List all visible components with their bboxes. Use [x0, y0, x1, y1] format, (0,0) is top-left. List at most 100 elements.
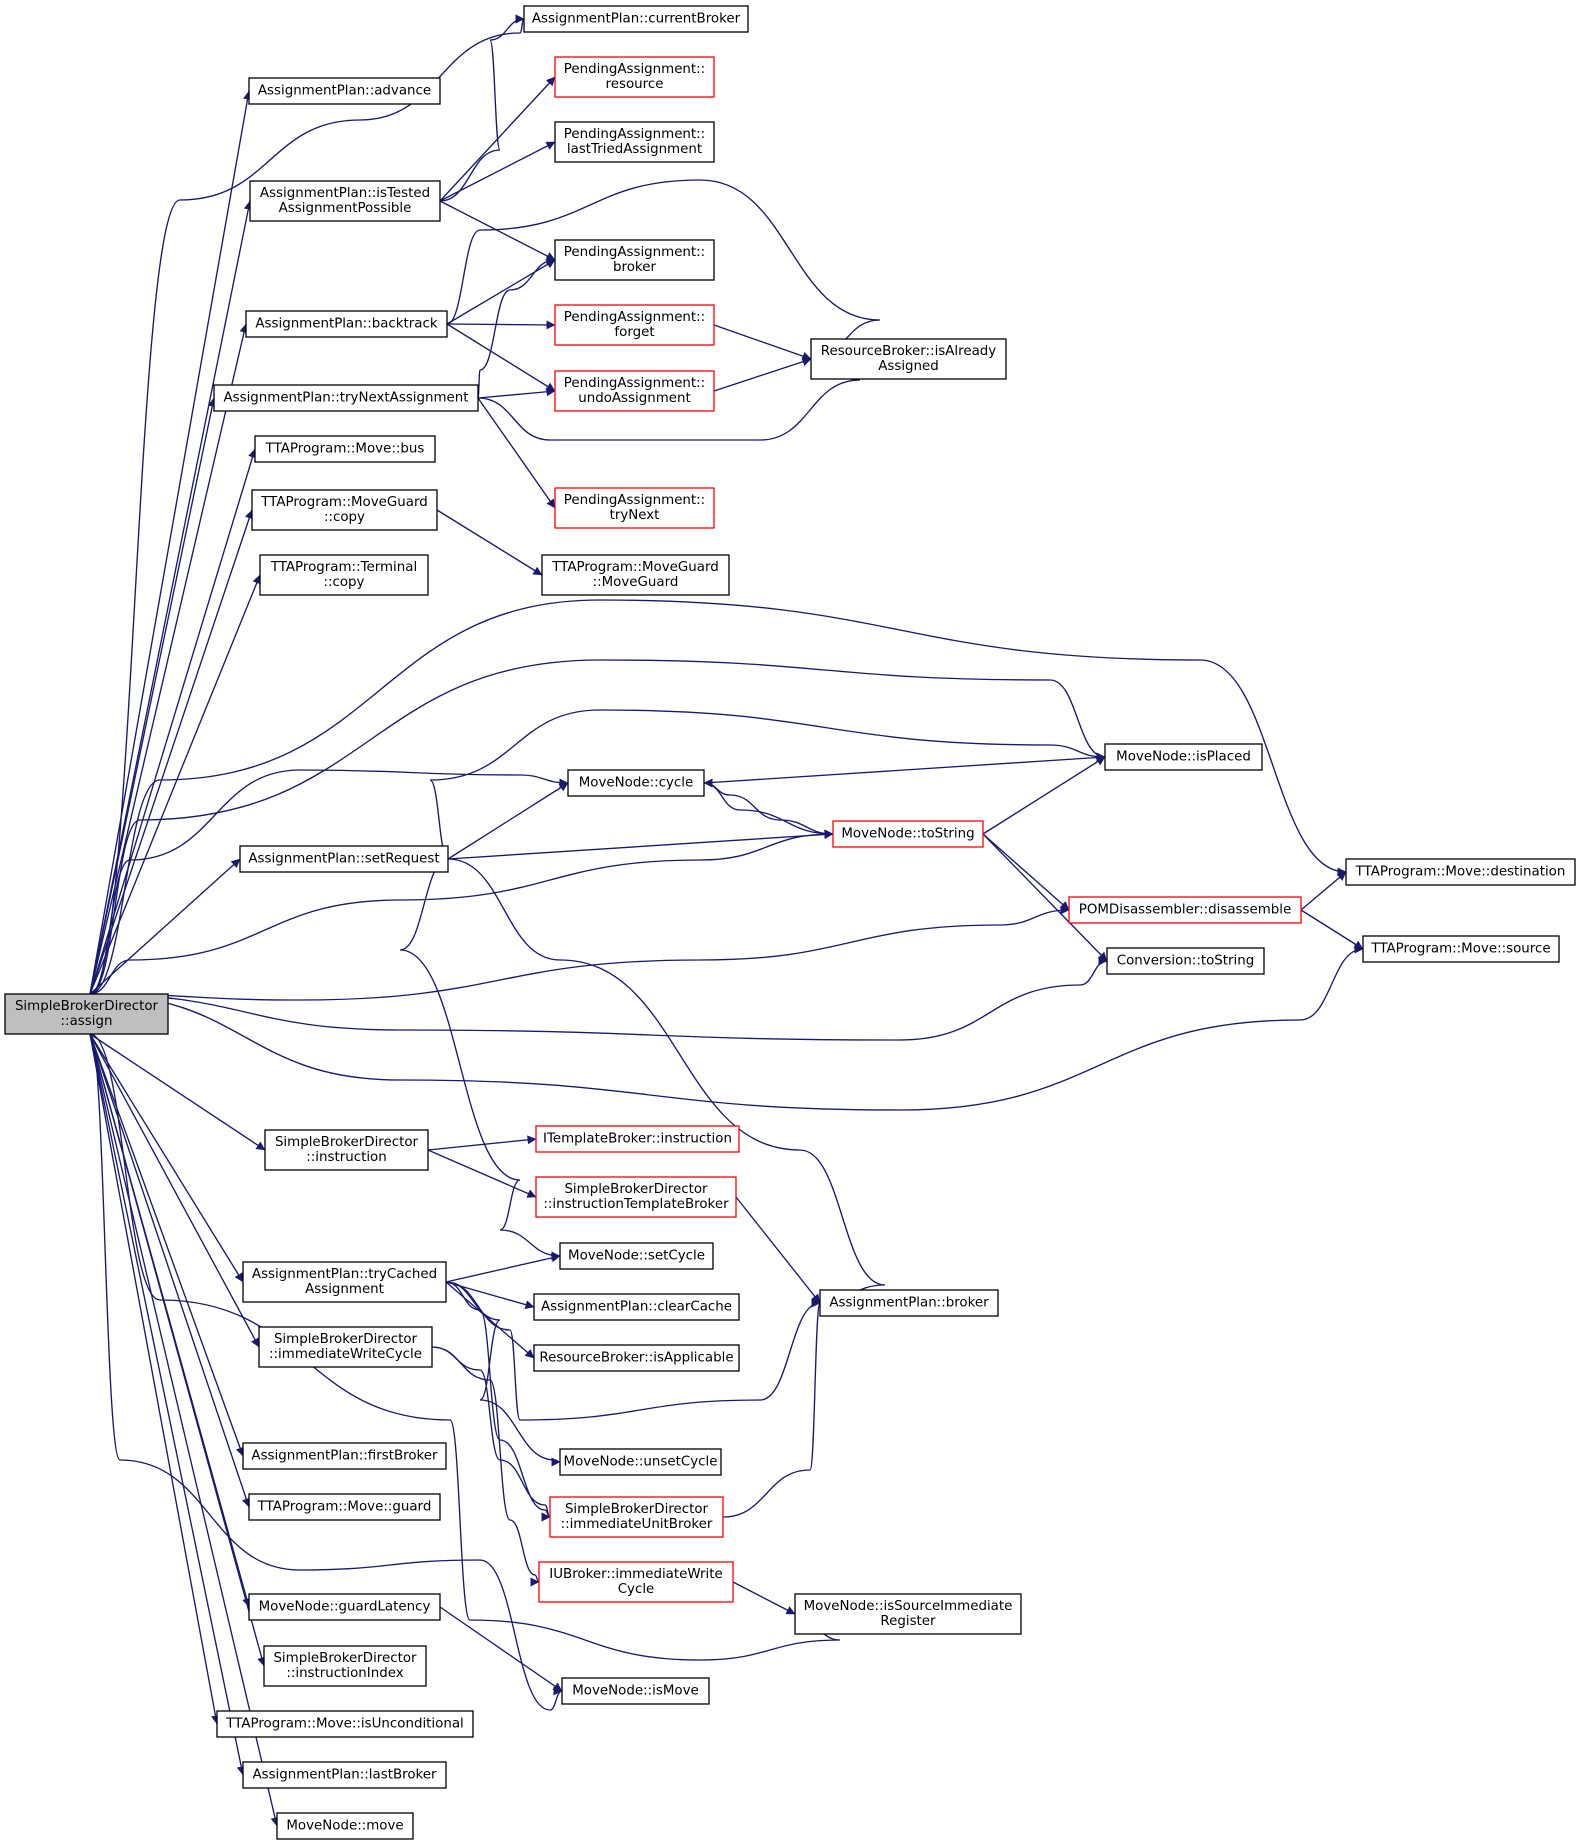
- node-ap_setRequest[interactable]: AssignmentPlan::setRequest: [239, 845, 449, 873]
- node-pa_broker[interactable]: PendingAssignment::broker: [554, 239, 715, 281]
- node-mn_guardLatency[interactable]: MoveNode::guardLatency: [248, 1593, 441, 1621]
- node-tta_mg_ctor[interactable]: TTAProgram::MoveGuard::MoveGuard: [541, 554, 730, 596]
- node-ap_lastBroker[interactable]: AssignmentPlan::lastBroker: [242, 1761, 447, 1789]
- edge-root-to-mn_isMove: [89, 1033, 563, 1711]
- edge-root-to-ap_currentBroker: [89, 14, 525, 995]
- node-label: ::immediateWriteCycle: [269, 1347, 422, 1362]
- node-box: [263, 1645, 427, 1687]
- node-box: [1362, 935, 1560, 963]
- node-mn_isPlaced[interactable]: MoveNode::isPlaced: [1104, 743, 1263, 771]
- node-itb_instruction[interactable]: ITemplateBroker::instruction: [535, 1125, 740, 1153]
- edge-root-to-sbd_instrIndex: [89, 1033, 267, 1667]
- node-label: MoveNode::isMove: [572, 1684, 699, 1699]
- node-sbd_instruction[interactable]: SimpleBrokerDirector::instruction: [264, 1129, 429, 1171]
- edge-root-to-tta_guard: [89, 1033, 251, 1508]
- node-pa_forget[interactable]: PendingAssignment::forget: [554, 304, 715, 346]
- edge-ap_tryNext-to-pa_tryNext: [477, 397, 556, 509]
- node-mn_cycle[interactable]: MoveNode::cycle: [567, 769, 705, 797]
- node-pa_lastTried[interactable]: PendingAssignment::lastTriedAssignment: [554, 121, 715, 163]
- node-box: [533, 1344, 740, 1372]
- node-label: SimpleBrokerDirector: [274, 1332, 418, 1347]
- node-mn_setCycle[interactable]: MoveNode::setCycle: [559, 1242, 714, 1270]
- edge-sbd_iwc-to-sbd_iub: [431, 1346, 551, 1522]
- node-label: MoveNode::cycle: [579, 776, 694, 791]
- edge-ap_tryCached-to-rb_isApplicable: [445, 1281, 535, 1359]
- edge-root-to-pom_dis: [89, 905, 1070, 1001]
- node-mn_toString[interactable]: MoveNode::toString: [832, 820, 984, 848]
- node-box: [794, 1593, 1022, 1635]
- node-label: MoveNode::move: [286, 1819, 403, 1834]
- node-box: [242, 1261, 447, 1303]
- node-box: [249, 180, 441, 222]
- node-tta_term_copy[interactable]: TTAProgram::Terminal::copy: [259, 554, 429, 596]
- node-label: ::assign: [61, 1014, 113, 1029]
- node-iub_iwc[interactable]: IUBroker::immediateWriteCycle: [538, 1561, 734, 1603]
- node-label: Register: [880, 1614, 936, 1629]
- node-tta_mg_copy[interactable]: TTAProgram::MoveGuard::copy: [251, 489, 438, 531]
- node-tta_dest[interactable]: TTAProgram::Move::destination: [1345, 858, 1576, 886]
- node-box: [541, 554, 730, 596]
- node-ap_tryNext[interactable]: AssignmentPlan::tryNextAssignment: [213, 384, 479, 412]
- node-sbd_iwc[interactable]: SimpleBrokerDirector::immediateWriteCycl…: [258, 1326, 433, 1368]
- node-conv_toString[interactable]: Conversion::toString: [1106, 947, 1265, 975]
- node-label: MoveNode::toString: [841, 827, 974, 842]
- node-rb_isApplicable[interactable]: ResourceBroker::isApplicable: [533, 1344, 740, 1372]
- edge-root-to-sbd_iwc: [89, 1033, 260, 1348]
- node-label: resource: [606, 77, 664, 92]
- node-ap_clearCache[interactable]: AssignmentPlan::clearCache: [533, 1293, 740, 1321]
- node-pa_resource[interactable]: PendingAssignment::resource: [554, 56, 715, 98]
- node-pa_undo[interactable]: PendingAssignment::undoAssignment: [554, 370, 715, 412]
- node-root[interactable]: SimpleBrokerDirector::assign: [4, 993, 169, 1035]
- node-tta_source[interactable]: TTAProgram::Move::source: [1362, 935, 1560, 963]
- node-label: PendingAssignment::: [564, 376, 705, 391]
- node-box: [4, 993, 169, 1035]
- node-sbd_instrIndex[interactable]: SimpleBrokerDirector::instructionIndex: [263, 1645, 427, 1687]
- node-label: lastTriedAssignment: [567, 142, 702, 157]
- edge-ap_tryCached-to-sbd_iub: [445, 1281, 551, 1522]
- edge-mn_cycle-to-mn_isPlaced: [703, 753, 1106, 784]
- node-mn_unsetCycle[interactable]: MoveNode::unsetCycle: [559, 1448, 722, 1476]
- node-label: MoveNode::unsetCycle: [564, 1455, 718, 1470]
- node-label: ::instruction: [306, 1150, 386, 1165]
- node-label: ::copy: [323, 575, 364, 590]
- node-tta_bus[interactable]: TTAProgram::Move::bus: [254, 435, 436, 463]
- edge-sbd_iub-to-ap_broker: [722, 1298, 821, 1518]
- node-box: [832, 820, 984, 848]
- node-label: PendingAssignment::: [564, 245, 705, 260]
- node-mn_move[interactable]: MoveNode::move: [276, 1812, 414, 1840]
- node-label: MoveNode::isSourceImmediate: [804, 1599, 1013, 1614]
- node-pom_dis[interactable]: POMDisassembler::disassemble: [1068, 896, 1302, 924]
- edge-root-to-tta_mg_copy: [89, 509, 254, 995]
- node-tta_guard[interactable]: TTAProgram::Move::guard: [248, 1493, 441, 1521]
- node-ap_broker[interactable]: AssignmentPlan::broker: [819, 1289, 999, 1317]
- node-sbd_iub[interactable]: SimpleBrokerDirector::immediateUnitBroke…: [549, 1496, 724, 1538]
- edge-root-to-ap_firstBroker: [89, 1033, 245, 1457]
- node-ap_firstBroker[interactable]: AssignmentPlan::firstBroker: [242, 1442, 447, 1470]
- node-ap_advance[interactable]: AssignmentPlan::advance: [248, 77, 441, 105]
- node-tta_isUncond[interactable]: TTAProgram::Move::isUnconditional: [216, 1710, 474, 1738]
- edge-ap_tryCached-to-mn_setCycle: [445, 1253, 561, 1283]
- edge-ap_setRequest-to-mn_isPlaced: [429, 709, 1106, 860]
- node-label: AssignmentPlan::advance: [258, 84, 431, 99]
- node-mn_isMove[interactable]: MoveNode::isMove: [561, 1677, 710, 1705]
- node-ap_currentBroker[interactable]: AssignmentPlan::currentBroker: [523, 5, 749, 33]
- node-pa_tryNext[interactable]: PendingAssignment::tryNext: [554, 487, 715, 529]
- node-box: [549, 1496, 724, 1538]
- node-label: POMDisassembler::disassemble: [1079, 903, 1291, 918]
- edge-root-to-tta_dest: [89, 599, 1347, 995]
- edge-root-to-tta_bus: [89, 448, 257, 995]
- node-label: PendingAssignment::: [564, 127, 705, 142]
- node-box: [533, 1293, 740, 1321]
- node-box: [1106, 947, 1265, 975]
- node-label: TTAProgram::Move::source: [1370, 942, 1550, 957]
- node-ap_isTested[interactable]: AssignmentPlan::isTestedAssignmentPossib…: [249, 180, 441, 222]
- edge-layer: [89, 14, 1364, 1827]
- node-sbd_itb[interactable]: SimpleBrokerDirector::instructionTemplat…: [535, 1176, 737, 1218]
- node-label: undoAssignment: [578, 391, 691, 406]
- node-box: [248, 1493, 441, 1521]
- node-ap_backtrack[interactable]: AssignmentPlan::backtrack: [245, 310, 448, 338]
- node-box: [538, 1561, 734, 1603]
